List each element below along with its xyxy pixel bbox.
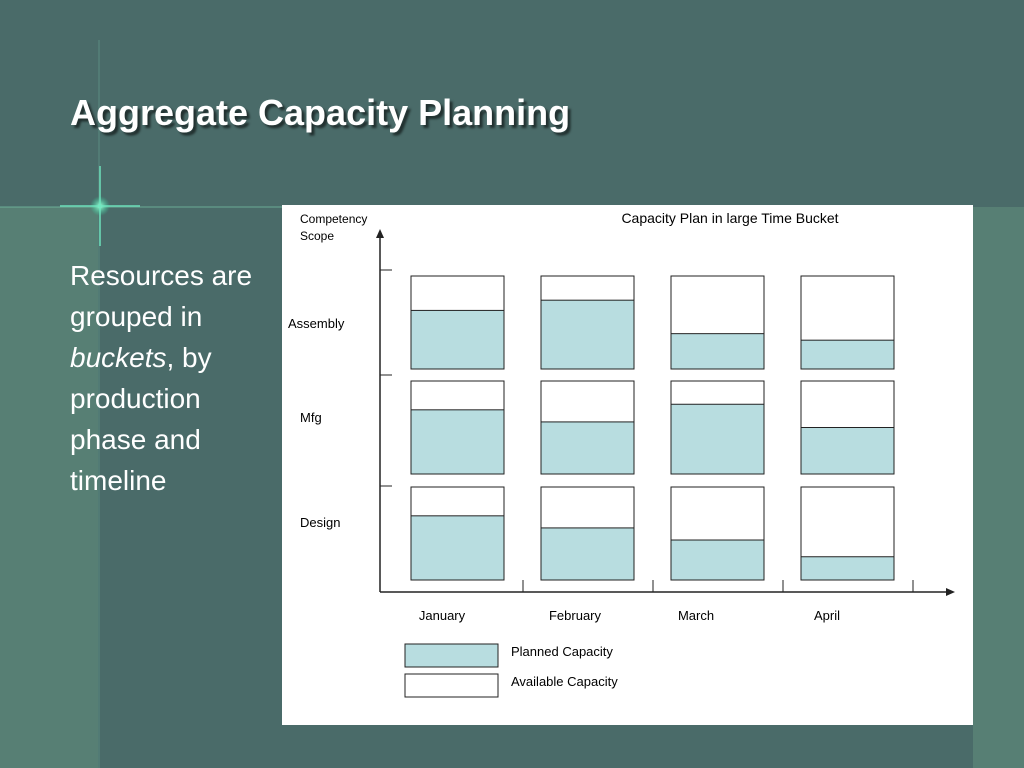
- planned-capacity-bar: [410, 309, 505, 370]
- legend-label: Planned Capacity: [511, 644, 613, 659]
- planned-capacity-bar: [540, 299, 635, 370]
- legend-label: Available Capacity: [511, 674, 618, 689]
- x-axis-tick-label: March: [678, 608, 714, 623]
- planned-capacity-bar: [800, 339, 895, 370]
- planned-capacity-bar: [670, 333, 765, 370]
- row-label: Assembly: [288, 316, 345, 331]
- row-label: Mfg: [300, 410, 322, 425]
- slide-body-text: Resources are grouped in buckets, by pro…: [70, 255, 270, 501]
- x-axis-arrow: [946, 588, 955, 596]
- planned-capacity-bar: [670, 539, 765, 581]
- x-axis-tick-label: April: [814, 608, 840, 623]
- legend-swatch: [404, 643, 499, 668]
- capacity-chart: Capacity Plan in large Time Bucket Compet…: [288, 210, 955, 698]
- body-text-prefix: Resources are grouped in: [70, 260, 253, 332]
- planned-capacity-bar: [410, 515, 505, 581]
- planned-capacity-bar: [540, 527, 635, 581]
- planned-capacity-bar: [670, 403, 765, 475]
- x-axis-tick-label: January: [419, 608, 466, 623]
- body-text-emphasis: buckets: [70, 342, 167, 373]
- background-horizontal-line: [0, 206, 282, 208]
- planned-capacity-bar: [540, 421, 635, 475]
- x-axis-tick-label: February: [549, 608, 602, 623]
- background-left-panel: [0, 207, 98, 768]
- background-vertical-line: [98, 40, 100, 768]
- planned-capacity-bar: [410, 409, 505, 475]
- planned-capacity-bar: [800, 427, 895, 475]
- body-text-suffix: , by production phase and timeline: [70, 342, 212, 496]
- y-axis-arrow: [376, 229, 384, 238]
- slide-title: Aggregate Capacity Planning: [70, 92, 571, 133]
- chart-title: Capacity Plan in large Time Bucket: [621, 210, 838, 226]
- row-label: Design: [300, 515, 340, 530]
- planned-capacity-bar: [800, 556, 895, 581]
- sparkle-icon: [60, 166, 140, 246]
- legend-swatch: [404, 673, 499, 698]
- chart-panel: Capacity Plan in large Time Bucket Compet…: [282, 205, 973, 725]
- background-right-panel: [973, 207, 1024, 768]
